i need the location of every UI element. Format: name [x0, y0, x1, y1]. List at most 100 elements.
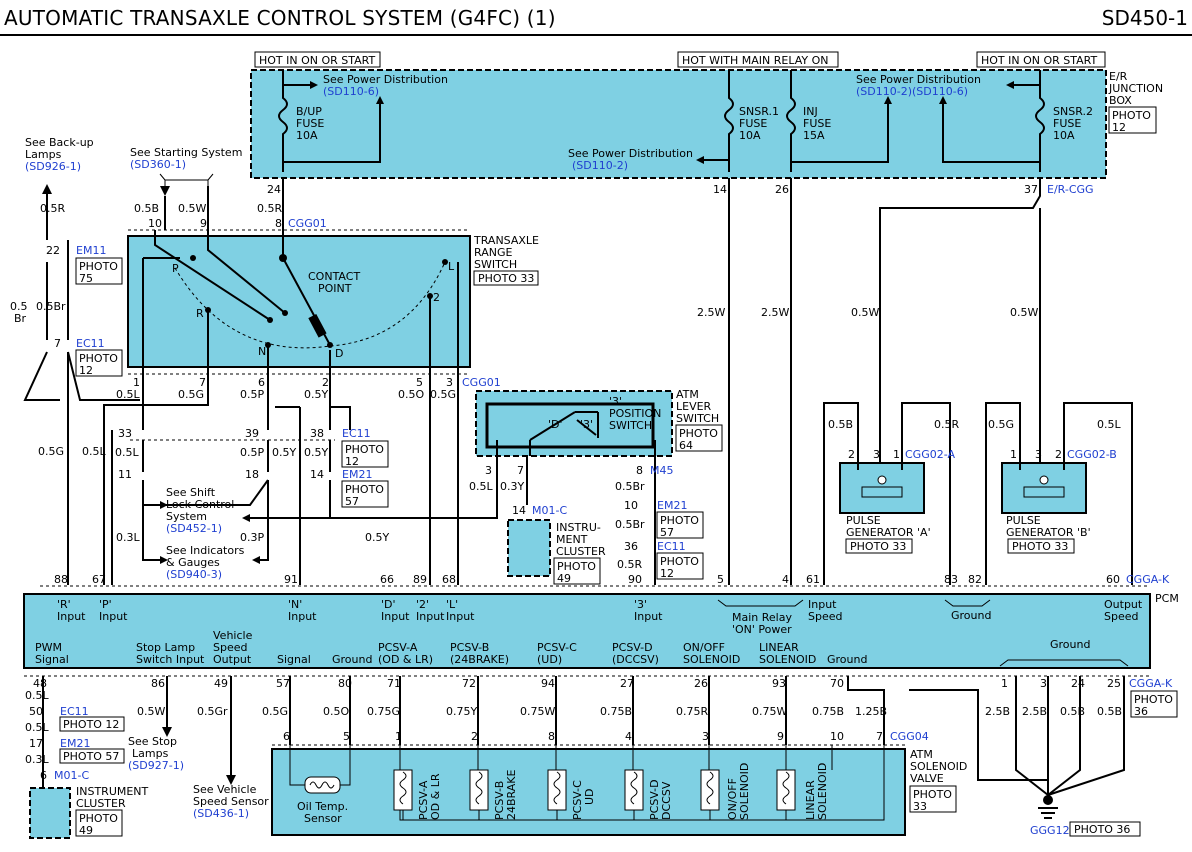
coil-onoff-2: SOLENOID: [738, 763, 751, 820]
lever-pos-2: POSITION: [609, 407, 661, 420]
pcm-bpin-70: 70: [830, 677, 844, 690]
trs-bpin-2: 2: [322, 376, 329, 389]
coil-d-1: PCSV-D: [648, 779, 661, 820]
mid-wire-05l: 0.5L: [115, 446, 139, 459]
ll-wire-05l-1: 0.5L: [25, 689, 49, 702]
pcm-pin-66: 66: [380, 573, 394, 586]
fuse-snsr2-l2: FUSE: [1053, 117, 1081, 130]
ll-m01: M01-C: [54, 769, 89, 782]
lever-photo-num: 64: [679, 439, 693, 452]
pcm-conn-bottom: CGGA-K: [1129, 677, 1173, 690]
wire-125b: 1.25B: [855, 705, 887, 718]
pulse-a-wire-05b: 0.5B: [828, 418, 853, 431]
wire-05-left: 0.5: [10, 300, 28, 313]
pcm-pin-90: 90: [628, 573, 642, 586]
pcm-output-speed-2: Speed: [1104, 610, 1138, 623]
cluster-top-photo-num: 49: [557, 572, 571, 585]
pcm-bpin-80: 80: [338, 677, 352, 690]
lever-name-3: SWITCH: [676, 412, 719, 425]
atm-lever-switch: 'D' '3' '3' POSITION SWITCH: [475, 390, 673, 457]
pcm-label: PCM: [1155, 592, 1179, 605]
pcm-pcsvc-2: (UD): [537, 653, 562, 666]
mid-wire-05y-3: 0.5Y: [365, 531, 389, 544]
mid-pin-39: 39: [245, 427, 259, 440]
ground-photo: PHOTO 36: [1074, 823, 1130, 836]
wire-05b-2: 0.5B: [1097, 705, 1122, 718]
pcm-vso-3: Output: [213, 653, 252, 666]
pos-2: 2: [433, 291, 440, 304]
mid-ec11: EC11: [342, 427, 371, 440]
pcm-bpin-57: 57: [276, 677, 290, 690]
coil-a-1: PCSV-A: [417, 780, 430, 820]
pcm-bpin-1: 1: [1001, 677, 1008, 690]
sv-pin-2: 2: [471, 730, 478, 743]
pcm-in-p-2: Input: [99, 610, 128, 623]
see-power-2: See Power Distribution: [568, 147, 693, 160]
ll-wire-03l: 0.3L: [25, 753, 49, 766]
er-cgg-label: E/R-CGG: [1047, 183, 1094, 196]
backup-arrow: [42, 184, 52, 194]
ec11-pin-left: 7: [54, 337, 61, 350]
shift-lock-ref-3: System: [166, 510, 207, 523]
hot-label-main: HOT WITH MAIN RELAY ON: [682, 54, 829, 67]
wire-25b-1: 2.5B: [985, 705, 1010, 718]
pcm-pcsvd-1: PCSV-D: [612, 641, 653, 654]
fuse-snsr1-amp: 10A: [739, 129, 761, 142]
junction-box: HOT IN ON OR START HOT WITH MAIN RELAY O…: [250, 51, 1163, 179]
mid-pin-38: 38: [310, 427, 324, 440]
pcm-linear-2: SOLENOID: [759, 653, 816, 666]
page-code: SD450-1: [1101, 6, 1188, 30]
coil-b-2: 24BRAKE: [505, 770, 518, 820]
pcm-bpin-25: 25: [1107, 677, 1121, 690]
sv-pin-9: 9: [777, 730, 784, 743]
mid-em21-photo-num: 57: [345, 495, 359, 508]
indicators-ref-2: & Gauges: [166, 556, 220, 569]
mid-wire-05p: 0.5P: [240, 446, 264, 459]
oil-temp-2: Sensor: [304, 812, 342, 825]
coil-d-2: DCCSV: [660, 781, 673, 820]
pcm-in-p-1: 'P': [99, 598, 112, 611]
wire-05gr-vso: 0.5Gr: [197, 705, 228, 718]
lever-pos-1: '3': [609, 395, 622, 408]
pcm-pcsva-1: PCSV-A: [378, 641, 418, 654]
pulse-b-wire-05l: 0.5L: [1097, 418, 1121, 431]
shift-lock-ref-1: See Shift: [166, 486, 216, 499]
pulse-a-name-1: PULSE: [846, 514, 881, 527]
indicators-ref-1: See Indicators: [166, 544, 245, 557]
see-power-3-ref: (SD110-2)(SD110-6): [856, 85, 968, 98]
cluster-top-conn: M01-C: [532, 504, 567, 517]
pcm-in-n-1: 'N': [288, 598, 302, 611]
starting-arrow-down: [160, 186, 170, 196]
pcm-pcsvb-1: PCSV-B: [450, 641, 489, 654]
coil-b-1: PCSV-B: [493, 781, 506, 820]
mid-pin-14: 14: [310, 468, 324, 481]
pcm-photo-num: 36: [1134, 705, 1148, 718]
pcm-ground-top: Ground: [951, 609, 991, 622]
sv-conn: CGG04: [890, 730, 929, 743]
lever-wire-03y: 0.3Y: [500, 480, 524, 493]
oil-temp-1: Oil Temp.: [297, 800, 348, 813]
ll-ec11: EC11: [60, 705, 89, 718]
pcm-in-d-2: Input: [381, 610, 410, 623]
lever-name-1: ATM: [676, 388, 699, 401]
pcm-input-speed-2: Speed: [808, 610, 842, 623]
coil-pcsv-b: [469, 769, 489, 811]
wire-075b: 0.75B: [600, 705, 632, 718]
vss-ref-1: See Vehicle: [193, 783, 257, 796]
wire-075w-2: 0.75W: [752, 705, 787, 718]
sv-pin-10: 10: [830, 730, 844, 743]
mid-pin-18: 18: [245, 468, 259, 481]
pcm-in-n-2: Input: [288, 610, 317, 623]
mid-wire-05y: 0.5Y: [272, 446, 296, 459]
ec11-label-left: EC11: [76, 337, 105, 350]
trs-pin-9: 9: [200, 217, 207, 230]
pcm-linear-1: LINEAR: [759, 641, 799, 654]
pcm-module: [23, 585, 1151, 677]
pos-l: L: [448, 260, 455, 273]
coil-onoff: [700, 769, 720, 811]
pos-n: N: [258, 345, 266, 358]
wire-075y: 0.75Y: [446, 705, 477, 718]
coil-linear: [776, 769, 796, 811]
feed-wire-25w-2: 2.5W: [761, 306, 789, 319]
pcm-main-relay-2: 'ON' Power: [732, 623, 792, 636]
